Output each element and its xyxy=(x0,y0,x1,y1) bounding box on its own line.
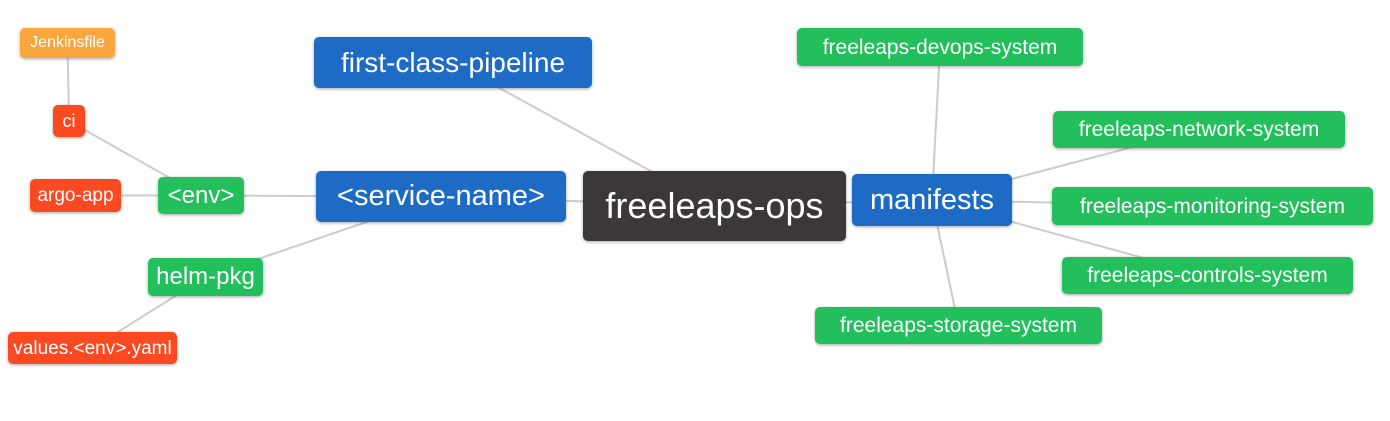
node-freeleaps-network-system[interactable]: freeleaps-network-system xyxy=(1053,111,1345,148)
node-freeleaps-controls-system[interactable]: freeleaps-controls-system xyxy=(1062,257,1353,294)
node-helm-pkg[interactable]: helm-pkg xyxy=(148,258,263,296)
node-service-name[interactable]: <service-name> xyxy=(316,171,566,222)
node-freeleaps-monitoring-system[interactable]: freeleaps-monitoring-system xyxy=(1052,187,1373,225)
node-freeleaps-storage-system[interactable]: freeleaps-storage-system xyxy=(815,307,1102,344)
node-argo-app[interactable]: argo-app xyxy=(30,179,121,212)
node-env[interactable]: <env> xyxy=(158,177,244,214)
node-first-class-pipeline[interactable]: first-class-pipeline xyxy=(314,37,592,88)
node-freeleaps-ops[interactable]: freeleaps-ops xyxy=(583,171,846,241)
node-freeleaps-devops-system[interactable]: freeleaps-devops-system xyxy=(797,28,1083,66)
node-manifests[interactable]: manifests xyxy=(852,174,1012,226)
node-jenkinsfile[interactable]: Jenkinsfile xyxy=(20,28,115,58)
node-values-env-yaml[interactable]: values.<env>.yaml xyxy=(8,332,177,364)
node-ci[interactable]: ci xyxy=(53,105,85,137)
